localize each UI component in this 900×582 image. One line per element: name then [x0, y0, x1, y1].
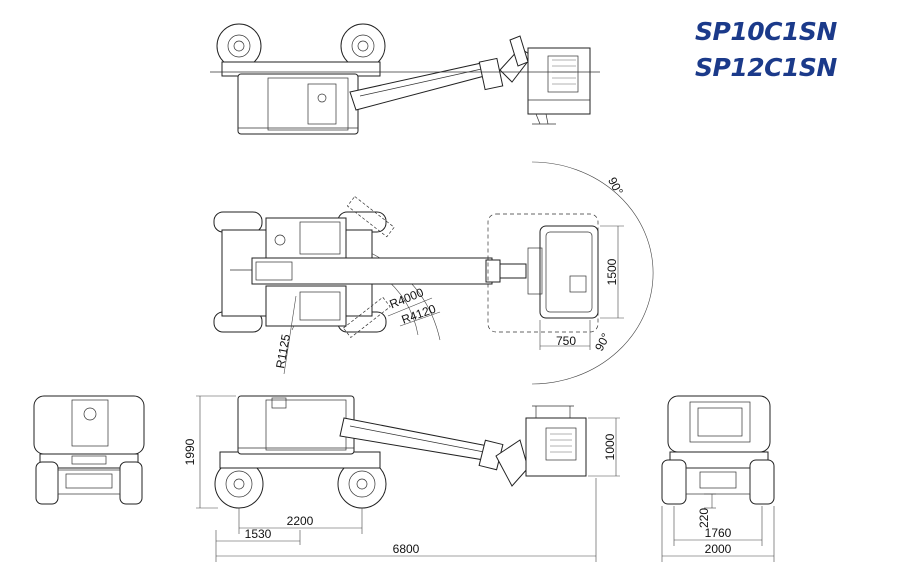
side-view-bottom [214, 395, 587, 509]
platform-bottom [525, 417, 587, 477]
rear-tire-left [35, 461, 59, 505]
dim-stowed-height: 1990 [183, 438, 197, 465]
dim-ground-clearance: 220 [697, 508, 711, 528]
dim-radius-tail: R1125 [273, 333, 293, 370]
angle-swing-top: 90° [605, 175, 626, 198]
dim-overall-width: 2000 [705, 542, 732, 556]
turntable-top [237, 73, 359, 135]
turntable-cover-right [265, 285, 347, 327]
dim-platform-depth: 750 [556, 334, 576, 348]
dim-front-overhang: 1530 [245, 527, 272, 541]
front-tire-left [661, 459, 687, 505]
front-tire-right [749, 459, 775, 505]
model-name-1: SP10C1SN [695, 17, 837, 46]
dim-platform-width: 1500 [605, 258, 619, 285]
turntable-cover-left [265, 217, 347, 259]
dim-wheelbase: 2200 [287, 514, 314, 528]
front-view [661, 395, 775, 505]
rear-wheel-top [216, 23, 262, 69]
tire-rear-left [213, 211, 263, 233]
platform-plan [539, 225, 599, 319]
rear-body [33, 395, 145, 455]
dim-track-width: 1760 [705, 526, 732, 540]
front-dimensions: 220 1760 2000 [661, 493, 775, 562]
front-body [667, 395, 771, 453]
platform-swing-arc [531, 161, 654, 385]
platform-top [527, 47, 591, 115]
turntable-bottom [237, 395, 355, 455]
front-wheel-top [340, 23, 386, 69]
plan-view [213, 161, 654, 385]
side-view-top [210, 23, 600, 135]
rear-tire-right [119, 461, 143, 505]
angle-swing-bottom: 90° [592, 331, 613, 354]
dim-overall-length: 6800 [393, 542, 420, 556]
side-dimensions: 1990 1000 2200 1530 6800 [183, 395, 620, 562]
rear-view [33, 395, 145, 505]
model-name-2: SP12C1SN [695, 53, 837, 82]
dim-platform-height: 1000 [603, 433, 617, 460]
